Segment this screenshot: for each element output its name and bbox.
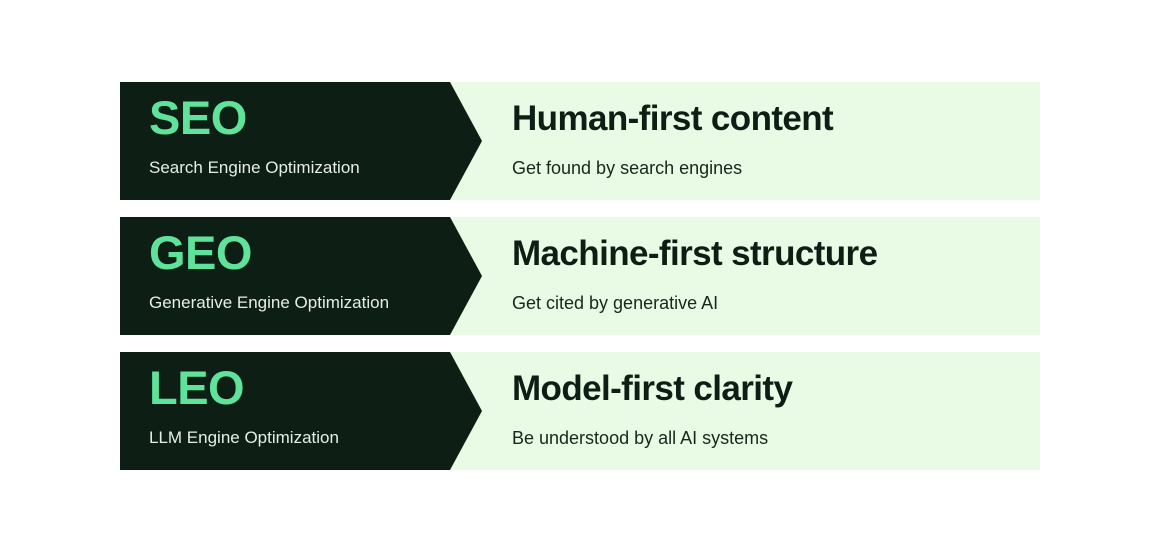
acronym-content-seo: SEO Search Engine Optimization <box>149 82 449 200</box>
optimization-comparison-board: SEO Search Engine Optimization Human-fir… <box>120 82 1040 470</box>
comparison-row-leo: LEO LLM Engine Optimization Model-first … <box>120 352 1040 470</box>
acronym-chevron-seo: SEO Search Engine Optimization <box>120 82 482 200</box>
comparison-row-geo: GEO Generative Engine Optimization Machi… <box>120 217 1040 335</box>
acronym-expansion-leo: LLM Engine Optimization <box>149 428 339 447</box>
detail-title-seo: Human-first content <box>512 99 834 138</box>
detail-panel-seo: Human-first content Get found by search … <box>512 82 1032 200</box>
acronym-chevron-leo: LEO LLM Engine Optimization <box>120 352 482 470</box>
detail-title-leo: Model-first clarity <box>512 369 793 408</box>
acronym-label-geo: GEO <box>149 226 252 279</box>
acronym-label-leo: LEO <box>149 361 245 414</box>
acronym-content-leo: LEO LLM Engine Optimization <box>149 352 449 470</box>
detail-panel-leo: Model-first clarity Be understood by all… <box>512 352 1032 470</box>
acronym-label-seo: SEO <box>149 91 247 144</box>
acronym-chevron-geo: GEO Generative Engine Optimization <box>120 217 482 335</box>
detail-subtitle-seo: Get found by search engines <box>512 158 743 178</box>
comparison-row-seo: SEO Search Engine Optimization Human-fir… <box>120 82 1040 200</box>
detail-title-geo: Machine-first structure <box>512 234 878 273</box>
acronym-expansion-geo: Generative Engine Optimization <box>149 293 390 312</box>
acronym-expansion-seo: Search Engine Optimization <box>149 158 360 177</box>
detail-panel-geo: Machine-first structure Get cited by gen… <box>512 217 1032 335</box>
acronym-content-geo: GEO Generative Engine Optimization <box>149 217 449 335</box>
detail-subtitle-leo: Be understood by all AI systems <box>512 428 769 448</box>
detail-subtitle-geo: Get cited by generative AI <box>512 293 719 313</box>
